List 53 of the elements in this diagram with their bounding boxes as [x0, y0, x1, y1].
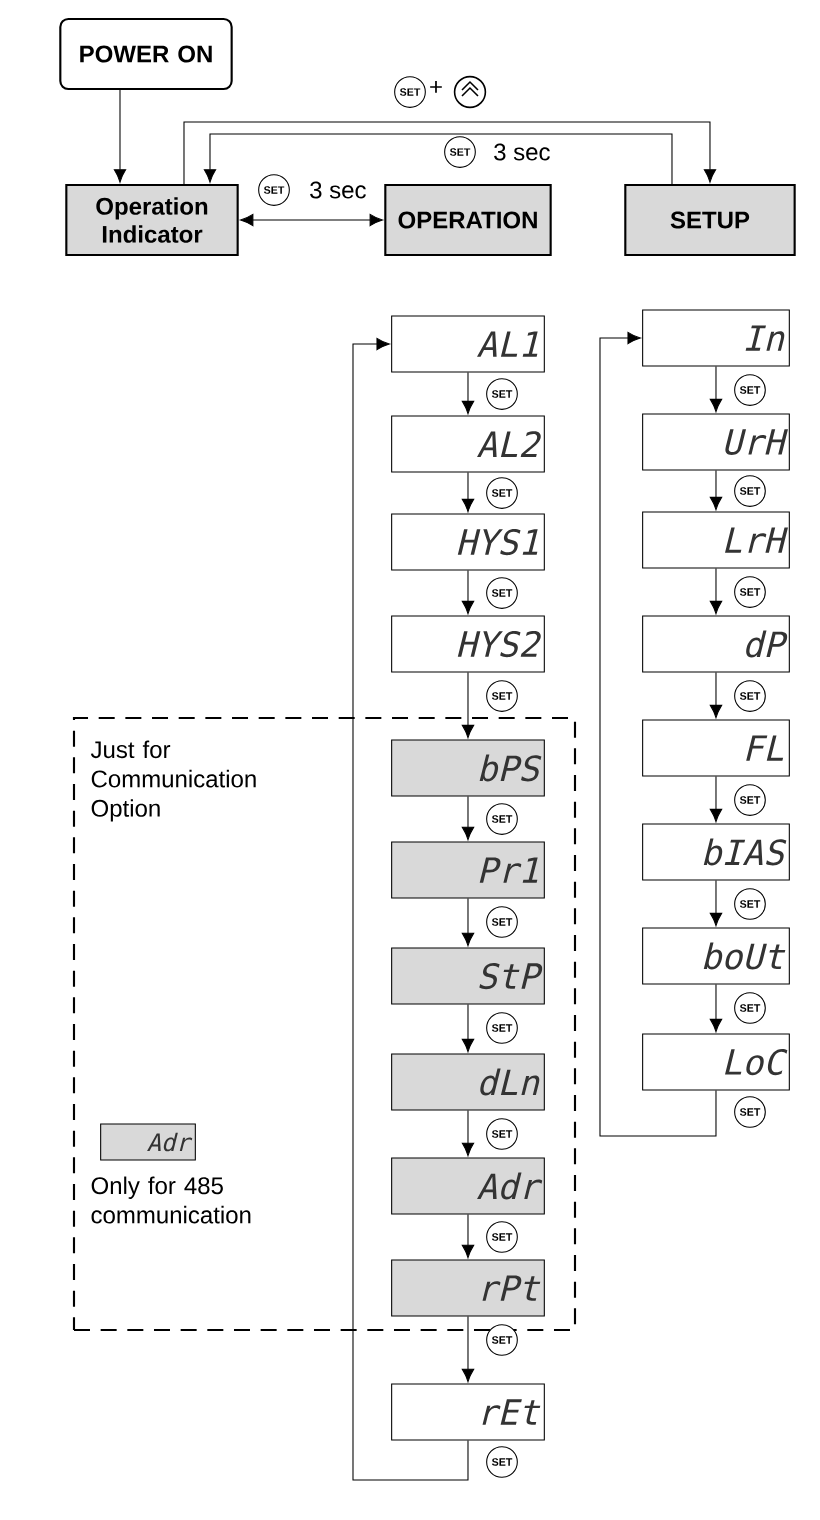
arrow: [461, 672, 475, 739]
arrow: [709, 568, 723, 615]
arrow: [709, 672, 723, 719]
dashed-group-box: [72, 716, 577, 1332]
arrow: [461, 1004, 475, 1053]
mode-box: SETUP: [624, 183, 796, 257]
arrow: [461, 1214, 475, 1259]
display-box: AL1: [391, 315, 545, 373]
arrow: [709, 776, 723, 823]
arrow: [461, 898, 475, 947]
display-box: UrH: [642, 413, 790, 471]
display-box: dP: [642, 615, 790, 673]
arrow: [183, 121, 717, 185]
display-box: LrH: [642, 511, 790, 569]
arrow: [709, 470, 723, 511]
display-box: dLn: [391, 1053, 545, 1111]
arrow: [461, 570, 475, 615]
arrow: [240, 213, 383, 227]
display-box: bPS: [391, 739, 545, 797]
display-box: HYS2: [391, 615, 545, 673]
display-note: Only for 485 communication: [91, 1176, 251, 1224]
display-box: FL: [642, 719, 790, 777]
display-box: rEt: [391, 1383, 545, 1441]
start-box: POWER ON: [59, 17, 233, 91]
display-box: bIAS: [642, 823, 790, 881]
arrow: [599, 331, 717, 1137]
display-box: Adr: [391, 1157, 545, 1215]
display-box: StP: [391, 947, 545, 1005]
arrow: [709, 880, 723, 927]
arrow: [352, 337, 469, 1481]
edge-label: 3 sec: [494, 143, 550, 161]
arrow: [461, 796, 475, 841]
arrow: [461, 472, 475, 513]
display-box: Pr1: [391, 841, 545, 899]
display-box: boUt: [642, 927, 790, 985]
display-box: In: [642, 309, 790, 367]
arrow: [461, 1316, 475, 1383]
arrow: [709, 984, 723, 1033]
group-note: Just for Communication Option: [90, 740, 256, 822]
edge-label: 3 sec: [310, 181, 366, 199]
display-box: Adr: [100, 1123, 196, 1161]
display-box: rPt: [391, 1259, 545, 1317]
mode-box: Operation Indicator: [65, 183, 239, 257]
arrow: [461, 372, 475, 415]
display-box: LoC: [642, 1033, 790, 1091]
display-box: HYS1: [391, 513, 545, 571]
mode-box: OPERATION: [384, 183, 552, 257]
arrow: [461, 1110, 475, 1157]
arrow: [203, 133, 673, 185]
arrow: [113, 89, 127, 183]
display-box: AL2: [391, 415, 545, 473]
plus-sign: +: [430, 81, 442, 93]
arrow: [709, 366, 723, 413]
